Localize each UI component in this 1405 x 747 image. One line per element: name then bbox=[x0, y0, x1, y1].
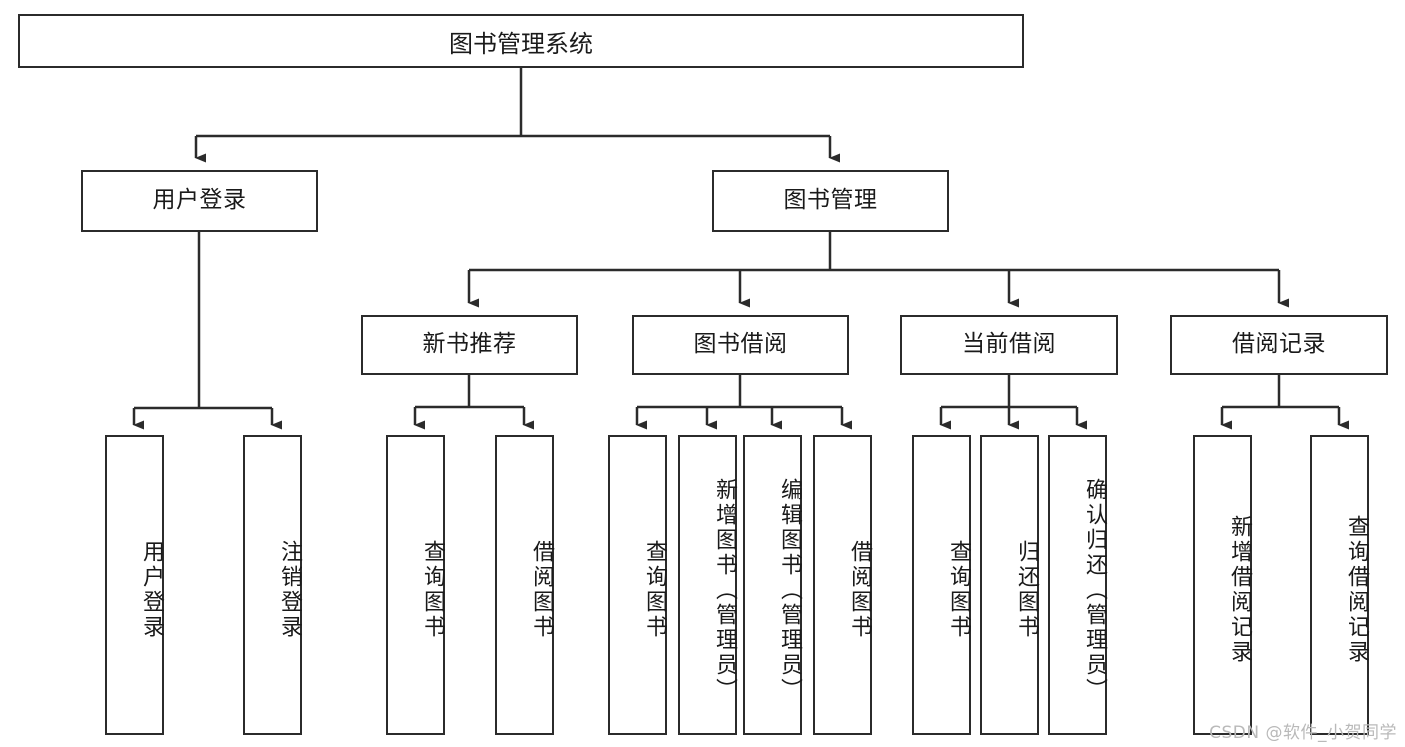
node-leaf-nb-query[interactable]: 查询图书 bbox=[386, 435, 445, 735]
node-borrow-record-label: 借阅记录 bbox=[1232, 331, 1326, 358]
node-leaf-bb-borrow[interactable]: 借阅图书 bbox=[813, 435, 872, 735]
node-leaf-cb-return-label: 归还图书 bbox=[1014, 540, 1039, 640]
node-leaf-cb-return[interactable]: 归还图书 bbox=[980, 435, 1039, 735]
node-root[interactable]: 图书管理系统 bbox=[18, 14, 1024, 68]
node-leaf-bb-edit[interactable]: 编辑图书（管理员） bbox=[743, 435, 802, 735]
node-leaf-logout[interactable]: 注销登录 bbox=[243, 435, 302, 735]
node-leaf-cb-query[interactable]: 查询图书 bbox=[912, 435, 971, 735]
node-leaf-bb-edit-label: 编辑图书（管理员） bbox=[777, 477, 802, 703]
node-book-manage[interactable]: 图书管理 bbox=[712, 170, 949, 232]
watermark: CSDN @软件_小贺同学 bbox=[1209, 723, 1397, 743]
node-new-book-label: 新书推荐 bbox=[422, 331, 517, 358]
node-leaf-logout-label: 注销登录 bbox=[277, 540, 302, 640]
node-leaf-br-query[interactable]: 查询借阅记录 bbox=[1310, 435, 1369, 735]
node-leaf-bb-add[interactable]: 新增图书（管理员） bbox=[678, 435, 737, 735]
node-user-login[interactable]: 用户登录 bbox=[81, 170, 318, 232]
node-current-borrow[interactable]: 当前借阅 bbox=[900, 315, 1118, 375]
node-leaf-nb-query-label: 查询图书 bbox=[420, 540, 445, 640]
node-leaf-bb-query-label: 查询图书 bbox=[642, 540, 667, 640]
node-root-label: 图书管理系统 bbox=[449, 29, 593, 58]
node-leaf-bb-add-label: 新增图书（管理员） bbox=[712, 477, 737, 703]
node-leaf-nb-borrow-label: 借阅图书 bbox=[529, 540, 554, 640]
node-leaf-bb-borrow-label: 借阅图书 bbox=[847, 540, 872, 640]
node-leaf-cb-confirm[interactable]: 确认归还（管理员） bbox=[1048, 435, 1107, 735]
node-leaf-cb-confirm-label: 确认归还（管理员） bbox=[1082, 477, 1107, 703]
node-current-borrow-label: 当前借阅 bbox=[962, 331, 1056, 358]
node-book-manage-label: 图书管理 bbox=[783, 187, 878, 214]
node-leaf-cb-query-label: 查询图书 bbox=[946, 540, 971, 640]
node-leaf-br-add-label: 新增借阅记录 bbox=[1227, 515, 1252, 665]
node-new-book[interactable]: 新书推荐 bbox=[361, 315, 578, 375]
node-book-borrow-label: 图书借阅 bbox=[693, 331, 788, 358]
node-leaf-bb-query[interactable]: 查询图书 bbox=[608, 435, 667, 735]
node-leaf-br-query-label: 查询借阅记录 bbox=[1344, 515, 1369, 665]
node-leaf-nb-borrow[interactable]: 借阅图书 bbox=[495, 435, 554, 735]
node-leaf-user-login[interactable]: 用户登录 bbox=[105, 435, 164, 735]
node-user-login-label: 用户登录 bbox=[152, 187, 247, 214]
node-borrow-record[interactable]: 借阅记录 bbox=[1170, 315, 1388, 375]
node-leaf-user-login-label: 用户登录 bbox=[139, 540, 164, 640]
node-leaf-br-add[interactable]: 新增借阅记录 bbox=[1193, 435, 1252, 735]
node-book-borrow[interactable]: 图书借阅 bbox=[632, 315, 849, 375]
